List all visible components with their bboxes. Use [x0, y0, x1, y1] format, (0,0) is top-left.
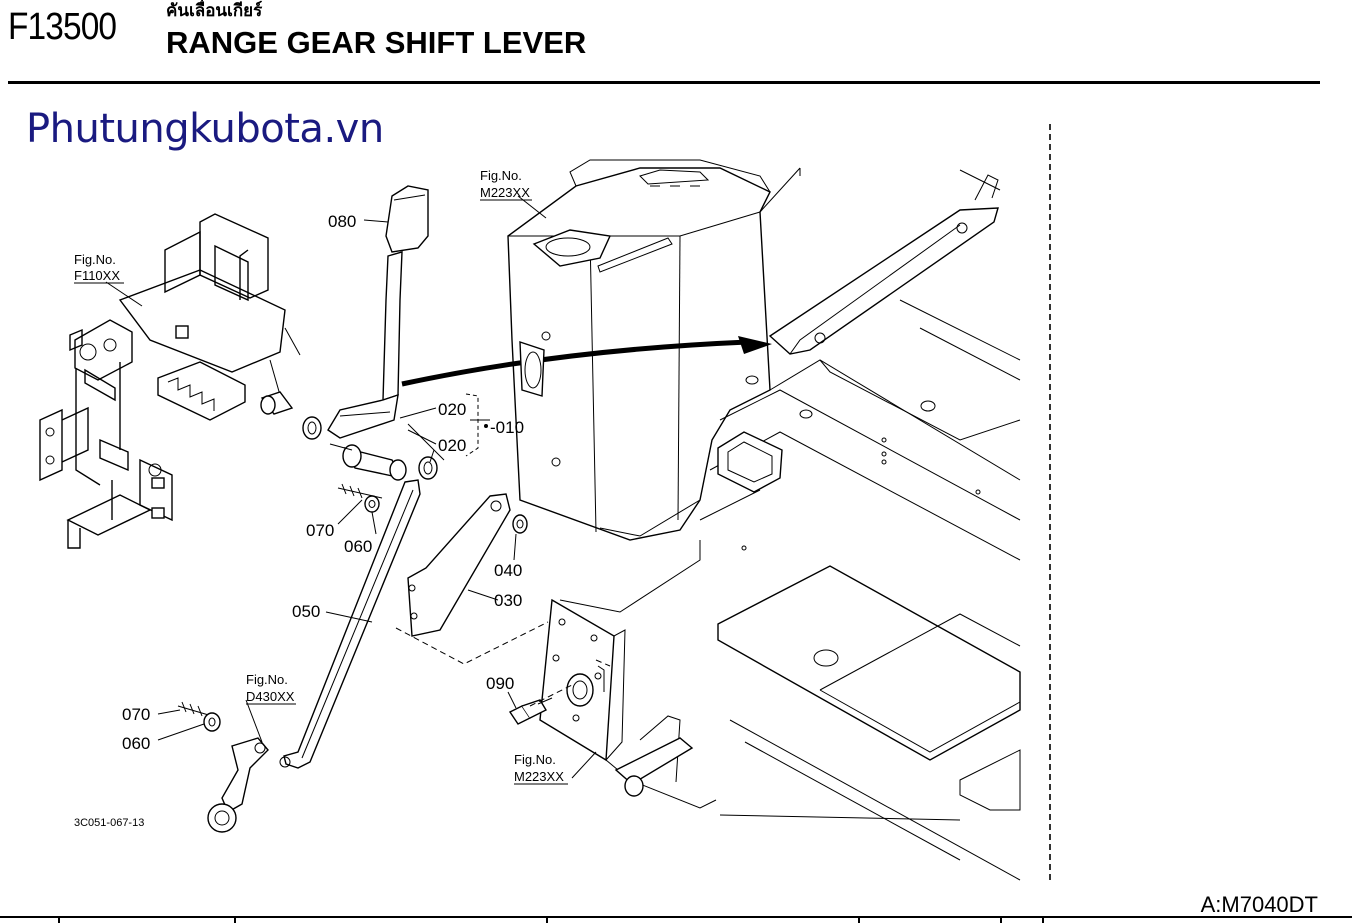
- top-rail: [768, 169, 1001, 355]
- callout-090: 090: [486, 674, 514, 693]
- console-housing: [507, 159, 771, 541]
- footer-rule: [0, 916, 1352, 918]
- callout-050: 050: [292, 602, 320, 621]
- watermark: Phutungkubota.vn: [26, 106, 384, 152]
- fig-ref-f110-line2: F110XX: [74, 268, 120, 283]
- clip: [512, 514, 528, 534]
- drawing-code: 3C051-067-13: [74, 817, 144, 829]
- fig-ref-m223-bottom-line1: Fig.No.: [514, 752, 556, 767]
- model-code: A:M7040DT: [1200, 892, 1318, 917]
- bushing-pins: [260, 391, 438, 481]
- callout-040: 040: [494, 561, 522, 580]
- fig-ref-f110-line1: Fig.No.: [74, 252, 116, 267]
- callout-070-lower: 070: [122, 705, 150, 724]
- footer-tick: [858, 916, 860, 923]
- footer-tick: [234, 916, 236, 923]
- reference-arrow: [401, 339, 749, 387]
- fig-ref-d430-line2: D430XX: [246, 689, 295, 704]
- split-pin-lower: [177, 701, 221, 732]
- callout-070-upper: 070: [306, 521, 334, 540]
- callout-060-upper: 060: [344, 537, 372, 556]
- footer-tick: [1000, 916, 1002, 923]
- page-title-thai: คันเลื่อนเกียร์: [166, 1, 263, 21]
- callout-060-lower: 060: [122, 734, 150, 753]
- shift-rod: [279, 479, 421, 769]
- callout-020-upper: 020: [438, 400, 466, 419]
- split-pin-upper: [337, 483, 383, 513]
- shift-lever: [327, 185, 429, 439]
- page-code: F13500: [8, 6, 117, 48]
- panel-divider: [1049, 124, 1051, 880]
- callout-080: 080: [328, 212, 356, 231]
- leader-lines: [105, 195, 597, 779]
- fig-ref-d430-line1: Fig.No.: [246, 672, 288, 687]
- fig-ref-m223-top-line2: M223XX: [480, 185, 530, 200]
- chassis-frame: [559, 167, 1021, 881]
- bracket-assembly: [39, 213, 286, 549]
- fig-ref-m223-top-line1: Fig.No.: [480, 168, 522, 183]
- lower-arm: [207, 737, 269, 833]
- callout-030: 030: [494, 591, 522, 610]
- footer-tick: [546, 916, 548, 923]
- callout-020-lower: 020: [438, 436, 466, 455]
- bolt: [508, 697, 553, 725]
- mount-plate: [539, 598, 717, 809]
- header-rule: [8, 81, 1320, 84]
- callout-010: -010: [490, 418, 524, 437]
- page-title: RANGE GEAR SHIFT LEVER: [166, 25, 587, 60]
- fig-ref-m223-bottom-line2: M223XX: [514, 769, 564, 784]
- footer-tick: [58, 916, 60, 923]
- shift-arm: [407, 493, 511, 637]
- footer-tick: [1042, 916, 1044, 923]
